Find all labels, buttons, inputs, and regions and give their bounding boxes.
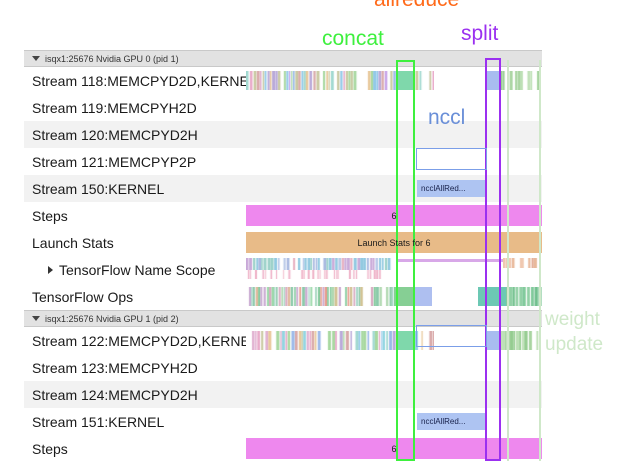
annotation-box-split <box>485 58 501 461</box>
timeline-track[interactable]: ncclAllRed... <box>246 408 542 435</box>
timeline-row[interactable]: Stream 121:MEMCPYP2P <box>24 148 542 175</box>
timeline-row-label: Stream 121:MEMCPYP2P <box>24 148 246 175</box>
annotation-box-nccl-gpu1 <box>416 325 487 347</box>
annotation-line-weight-update-end <box>539 60 541 461</box>
name-scope-span[interactable] <box>396 259 505 262</box>
timeline-row-label: Stream 119:MEMCPYH2D <box>24 94 246 121</box>
steps-bar-label: 6 <box>391 210 397 221</box>
process-group-header-label: isqx1:25676 Nvidia GPU 0 (pid 1) <box>45 53 179 64</box>
weight-update-events[interactable] <box>500 71 540 90</box>
collapse-triangle-icon[interactable] <box>32 56 40 61</box>
annotation-label-split: split <box>461 22 499 45</box>
trace-viewer-panel[interactable]: isqx1:25676 Nvidia GPU 0 (pid 1) Stream 1… <box>24 50 542 461</box>
timeline-track[interactable] <box>246 327 542 354</box>
annotation-label-cropped-orange: allreduce <box>374 0 459 12</box>
timeline-row-label: TensorFlow Name Scope <box>24 256 246 283</box>
timeline-row[interactable]: Stream 118:MEMCPYD2D,KERNEL,ME <box>24 67 542 94</box>
timeline-row-label: Stream 150:KERNEL <box>24 175 246 202</box>
timeline-track[interactable]: Launch Stats for 6 <box>246 229 542 256</box>
weight-update-events[interactable] <box>500 331 540 350</box>
steps-bar[interactable] <box>246 438 542 459</box>
process-group-header-label: isqx1:25676 Nvidia GPU 1 (pid 2) <box>45 313 179 324</box>
timeline-row[interactable]: Stream 124:MEMCPYD2H <box>24 381 542 408</box>
weight-update-ops[interactable] <box>506 287 542 306</box>
tf-ops-events[interactable] <box>246 287 394 306</box>
timeline-track[interactable] <box>246 121 542 148</box>
process-group-header[interactable]: isqx1:25676 Nvidia GPU 0 (pid 1) <box>24 50 542 67</box>
timeline-track[interactable] <box>246 381 542 408</box>
timeline-row-label: Launch Stats <box>24 229 246 256</box>
split-event[interactable] <box>487 71 500 90</box>
timeline-row-label-text: TensorFlow Name Scope <box>59 261 216 278</box>
concat-op[interactable] <box>394 287 413 306</box>
timeline-row-label: Stream 122:MEMCPYD2D,KERNEL,MI <box>24 327 246 354</box>
timeline-track[interactable] <box>246 67 542 94</box>
timeline-row[interactable]: Stream 119:MEMCPYH2D <box>24 94 542 121</box>
annotation-label-nccl: nccl <box>428 106 466 129</box>
launch-stats-bar[interactable] <box>246 232 542 253</box>
timeline-track[interactable]: ncclAllRed... <box>246 175 542 202</box>
split-event[interactable] <box>487 331 500 350</box>
timeline-row[interactable]: Launch Stats Launch Stats for 6 <box>24 229 542 256</box>
annotation-box-concat <box>396 60 415 461</box>
launch-stats-bar-label: Launch Stats for 6 <box>357 237 431 248</box>
timeline-row-label: Steps <box>24 435 246 461</box>
timeline-row[interactable]: TensorFlow Ops <box>24 283 542 310</box>
concat-event[interactable] <box>398 331 413 350</box>
timeline-row-label: Stream 151:KERNEL <box>24 408 246 435</box>
nccl-op[interactable] <box>414 287 432 306</box>
timeline-row-label: Stream 118:MEMCPYD2D,KERNEL,ME <box>24 67 246 94</box>
timeline-row[interactable]: Steps 6 <box>24 435 542 461</box>
trace-events[interactable] <box>246 71 434 90</box>
timeline-row-label: Stream 120:MEMCPYD2H <box>24 121 246 148</box>
trace-events[interactable] <box>246 331 434 350</box>
timeline-row[interactable]: Steps 6 <box>24 202 542 229</box>
timeline-track[interactable]: 6 <box>246 202 542 229</box>
steps-bar-label: 6 <box>391 443 397 454</box>
weight-update-line1: weight <box>545 309 600 330</box>
timeline-track[interactable]: 6 <box>246 435 542 461</box>
nccl-allreduce-bar[interactable]: ncclAllRed... <box>417 180 485 197</box>
name-scope-tail-events[interactable] <box>503 258 541 268</box>
timeline-row[interactable]: Stream 123:MEMCPYH2D <box>24 354 542 381</box>
timeline-row-label: Stream 124:MEMCPYD2H <box>24 381 246 408</box>
nccl-allreduce-bar-label: ncclAllRed... <box>421 417 466 426</box>
timeline-row[interactable]: Stream 120:MEMCPYD2H <box>24 121 542 148</box>
timeline-row-label: Stream 123:MEMCPYH2D <box>24 354 246 381</box>
nccl-allreduce-bar[interactable]: ncclAllRed... <box>417 413 485 430</box>
concat-event[interactable] <box>398 71 413 90</box>
expand-triangle-icon[interactable] <box>48 265 53 274</box>
weight-update-line2: update <box>545 334 604 355</box>
annotation-label-concat: concat <box>322 27 384 50</box>
timeline-row-label: TensorFlow Ops <box>24 283 246 310</box>
timeline-row-label: Steps <box>24 202 246 229</box>
nccl-allreduce-bar-label: ncclAllRed... <box>421 184 466 193</box>
process-group-header[interactable]: isqx1:25676 Nvidia GPU 1 (pid 2) <box>24 310 542 327</box>
annotation-label-weight-update: weight update <box>545 307 603 357</box>
name-scope-events[interactable] <box>246 258 392 270</box>
steps-bar[interactable] <box>246 205 542 226</box>
timeline-row[interactable]: Stream 122:MEMCPYD2D,KERNEL,MI <box>24 327 542 354</box>
annotation-line-weight-update-start <box>507 60 509 461</box>
timeline-row[interactable]: TensorFlow Name Scope <box>24 256 542 283</box>
name-scope-sub-events[interactable] <box>246 270 392 279</box>
timeline-track[interactable] <box>246 256 542 283</box>
annotation-box-nccl-gpu0 <box>416 148 487 170</box>
timeline-row[interactable]: Stream 150:KERNEL ncclAllRed... <box>24 175 542 202</box>
collapse-triangle-icon[interactable] <box>32 316 40 321</box>
timeline-row[interactable]: Stream 151:KERNEL ncclAllRed... <box>24 408 542 435</box>
